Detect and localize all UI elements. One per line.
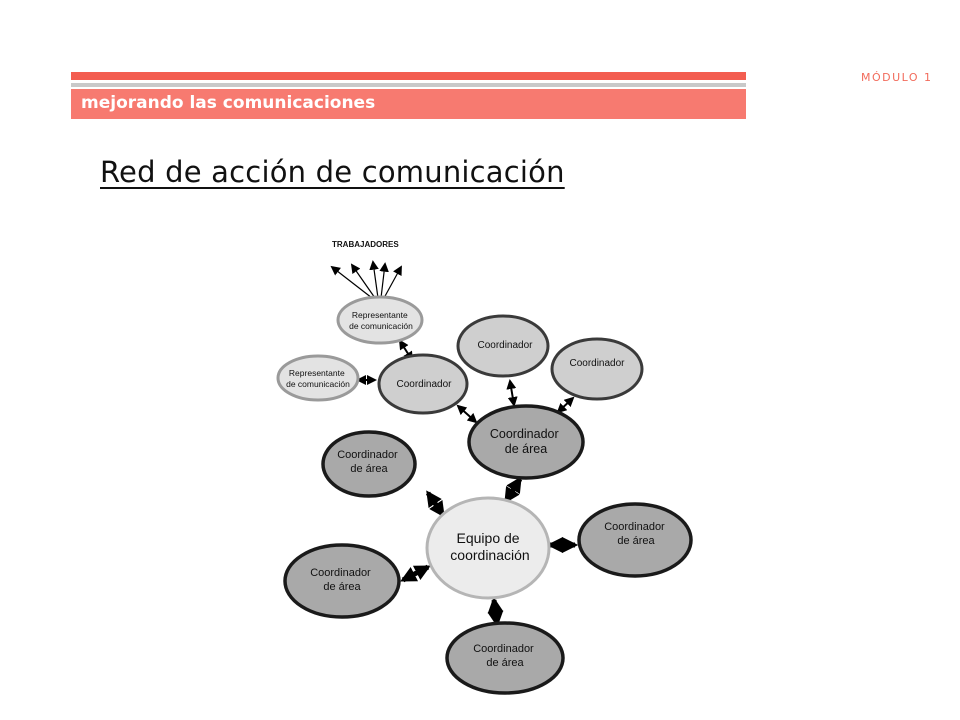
node-label-line: de comunicación: [286, 379, 350, 389]
svg-text:Coordinador de área: Coordinador de área: [604, 521, 668, 547]
node-label-line: Coordinador: [490, 427, 559, 441]
arrow-area-equipo: [400, 564, 431, 583]
node-coordinador-area-left-upper: Coordinador de área: [321, 430, 417, 498]
svg-text:Coordinador: Coordinador: [477, 340, 533, 351]
slide-title: Red de acción de comunicación: [100, 155, 565, 189]
node-representante-left: Representante de comunicación: [276, 354, 360, 402]
node-label-line: Coordinador: [604, 521, 665, 533]
arrow-worker: [369, 260, 379, 299]
arrow-coord-area: [456, 404, 478, 424]
workers-label: TRABAJADORES: [332, 240, 399, 249]
node-label-line: de comunicación: [349, 321, 413, 331]
svg-text:Coordinador de área: Coordinador de área: [337, 449, 401, 475]
arrow-area-equipo: [487, 596, 504, 628]
arrow-worker: [330, 265, 373, 299]
arrow-coord-area: [556, 396, 575, 414]
svg-text:Representante de comunic: Representante de comunicación: [286, 368, 350, 389]
svg-text:Coordinador de área: Coordinador de área: [310, 567, 374, 593]
node-label-line: coordinación: [450, 547, 529, 563]
node-coordinador-area-right: Coordinador de área: [577, 502, 693, 578]
node-label-line: de área: [323, 581, 361, 593]
arrow-worker: [383, 265, 402, 299]
svg-text:Coordinador de área: Coordinador de área: [473, 643, 537, 669]
node-label-line: Coordinador: [396, 379, 452, 390]
section-banner-text: mejorando las comunicaciones: [81, 93, 376, 113]
svg-text:Representante de comunic: Representante de comunicación: [349, 310, 413, 331]
arrow-worker: [379, 262, 389, 299]
node-label-line: Coordinador: [477, 340, 533, 351]
node-label-line: de área: [505, 442, 547, 456]
arrow-area-equipo: [503, 476, 523, 504]
node-label-line: de área: [350, 463, 388, 475]
svg-text:Coordinador: Coordinador: [569, 358, 625, 369]
node-label-line: Coordinador: [473, 643, 534, 655]
svg-text:Equipo de coordinación: Equipo de coordinación: [450, 530, 529, 563]
arrow-area-equipo: [425, 490, 446, 518]
node-label-line: Coordinador: [310, 567, 371, 579]
header-grey-line: [71, 83, 746, 87]
svg-text:Coordinador: Coordinador: [396, 379, 452, 390]
arrow-worker: [350, 263, 376, 299]
arrow-coord-area: [506, 379, 518, 407]
node-label-line: de área: [486, 657, 524, 669]
node-label-line: Coordinador: [337, 449, 398, 461]
node-coordinador-small: Coordinador: [377, 353, 469, 415]
node-label-line: Representante: [352, 310, 408, 320]
module-label: MÓDULO 1: [861, 71, 933, 84]
node-equipo-coordinacion: Equipo de coordinación: [425, 496, 551, 600]
section-banner: mejorando las comunicaciones: [71, 89, 746, 119]
node-label-line: Coordinador: [569, 358, 625, 369]
node-representante-top: Representante de comunicación: [336, 295, 424, 345]
node-coordinador-top-1: Coordinador: [456, 314, 550, 378]
svg-text:Coordinador de área: Coordinador de área: [490, 427, 562, 456]
connector-arrows: [330, 260, 579, 628]
node-label-line: Equipo de: [457, 530, 520, 546]
node-label-line: de área: [617, 535, 655, 547]
node-coordinador-top-2: Coordinador: [550, 337, 644, 401]
header-accent-line: [71, 72, 746, 80]
node-coordinador-area-hub: Coordinador de área: [467, 404, 585, 480]
node-coordinador-area-left-lower: Coordinador de área: [283, 543, 401, 619]
node-label-line: Representante: [289, 368, 345, 378]
node-coordinador-area-bottom: Coordinador de área: [445, 621, 565, 695]
